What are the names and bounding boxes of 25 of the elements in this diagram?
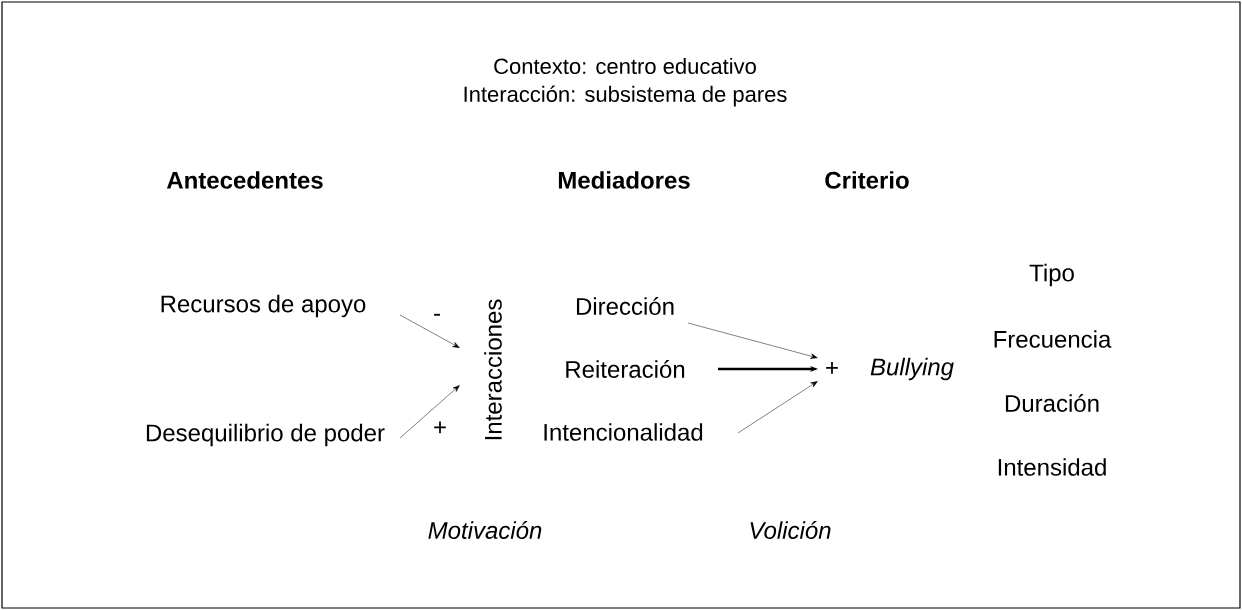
factor-label: Desequilibrio de poder <box>146 423 385 447</box>
criterion-label: Intensidad <box>998 458 1106 476</box>
factor-label: Intencionalidad <box>544 423 703 441</box>
arrow <box>399 314 460 348</box>
column-heading: Antecedentes <box>166 171 323 189</box>
criterion-label: Frecuencia <box>994 330 1112 348</box>
row-label: Motivación <box>428 521 542 539</box>
title: Interacción: subsistema de pares <box>464 85 787 107</box>
criterion-label: Duración <box>1005 394 1099 412</box>
arrow <box>399 385 460 439</box>
edge-label: - <box>434 313 440 316</box>
column-heading: Criterio <box>825 171 909 189</box>
factor-label: Recursos de apoyo <box>161 294 366 318</box>
sign-label: + <box>826 362 838 374</box>
rotated-label: Interacciones <box>484 299 502 440</box>
row-label: Volición <box>750 521 831 539</box>
criterion-label: Tipo <box>1029 263 1074 287</box>
factor-label: Dirección <box>576 297 674 315</box>
edge-label: + <box>434 421 446 434</box>
arrow <box>687 322 818 359</box>
title: Contexto: centro educativo <box>494 57 756 75</box>
arrow <box>737 381 818 434</box>
column-heading: Mediadores <box>558 171 690 189</box>
factor-label: Reiteración <box>566 360 685 378</box>
outcome-label: Bullying <box>870 357 954 381</box>
